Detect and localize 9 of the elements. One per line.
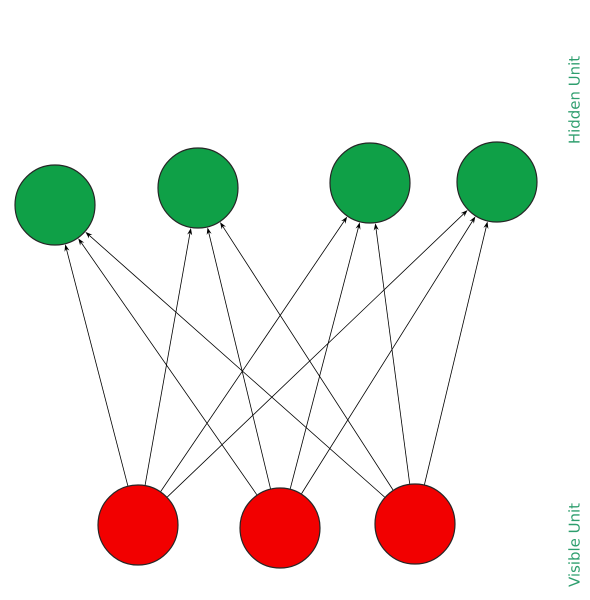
unit-circle bbox=[97, 484, 179, 566]
unit-circle bbox=[456, 141, 538, 223]
unit-circle bbox=[329, 142, 411, 224]
layer-label: Hidden Unit bbox=[568, 56, 580, 143]
unit-circle bbox=[157, 147, 239, 229]
unit-circle bbox=[374, 483, 456, 565]
layer-label: Visible Unit bbox=[568, 503, 580, 587]
unit-circle bbox=[14, 164, 96, 246]
unit-circle bbox=[239, 487, 321, 569]
